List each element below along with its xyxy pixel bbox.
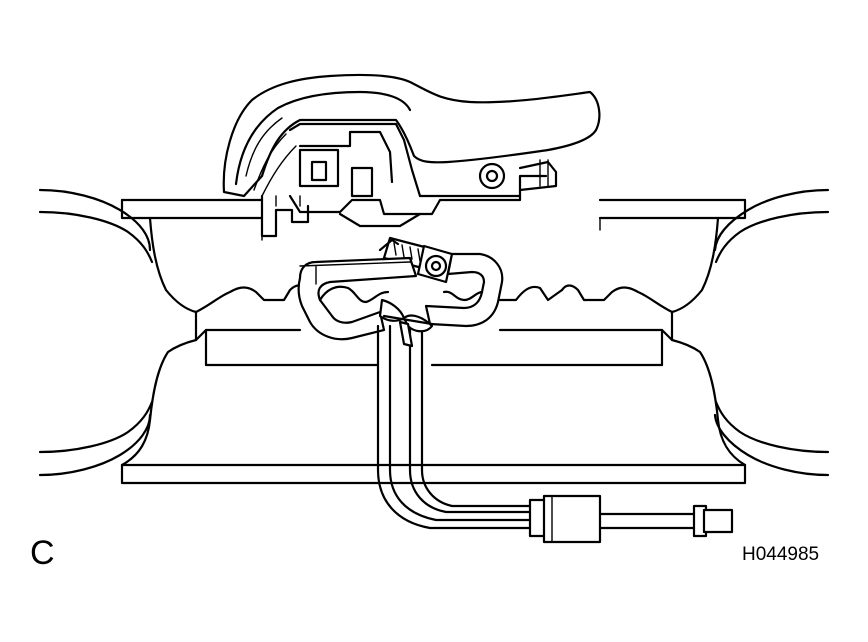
airbag-disposal-bracket: [297, 252, 504, 341]
wire-connector: [528, 494, 734, 544]
figure-code: H044985: [742, 544, 820, 565]
tie-wrap: [378, 298, 434, 348]
steering-wheel-pad: [222, 73, 601, 238]
service-wire-harness: [376, 324, 696, 530]
wheel-rim: [38, 188, 830, 485]
view-label: C: [30, 534, 55, 572]
bolt: [378, 236, 454, 284]
